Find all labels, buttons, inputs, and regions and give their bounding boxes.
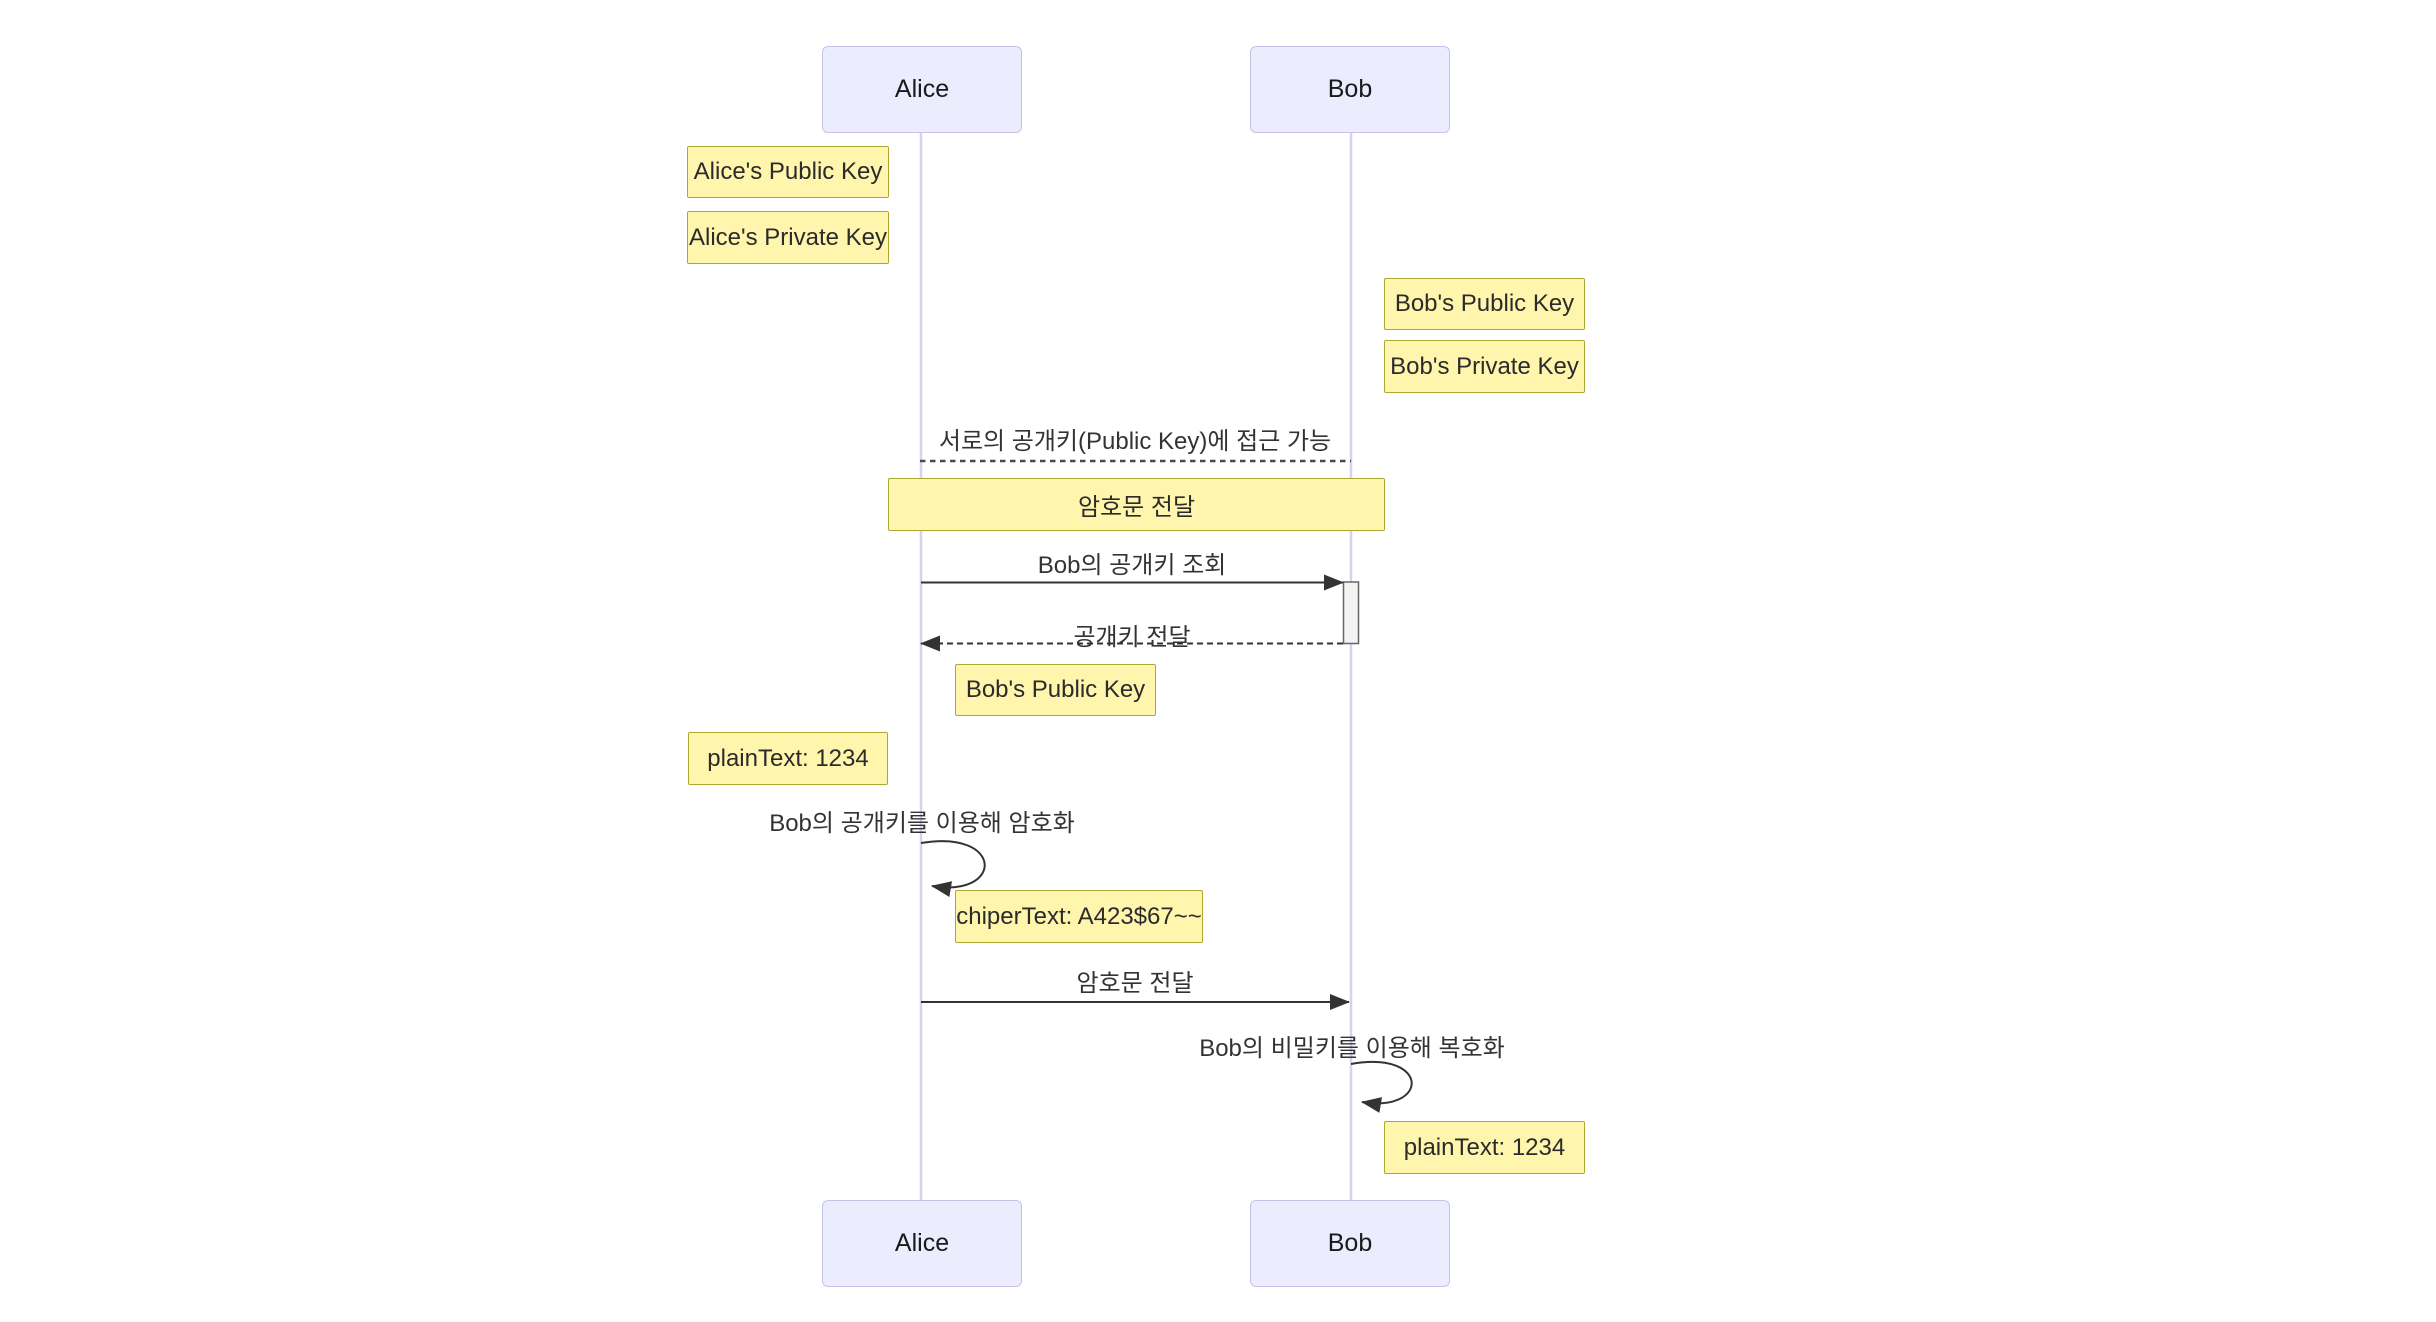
message-label-encrypt-self-loop: Bob의 공개키를 이용해 암호화 [769,810,1075,837]
actor-box-bob-top: Bob [1250,46,1450,133]
self-loop-decrypt-bob [1350,1061,1413,1113]
actor-box-alice-top: Alice [822,46,1022,133]
actor-label-alice-bottom: Alice [894,1229,950,1257]
note-plaintext-bob: plainText: 1234 [1384,1121,1585,1174]
note-plaintext-alice: plainText: 1234 [688,732,888,785]
note-ciphertext: chiperText: A423$67~~ [955,890,1203,943]
actor-box-alice-bottom: Alice [822,1200,1022,1287]
activation-bar-bob [1342,581,1360,645]
actor-label-bob-top: Bob [1327,75,1373,103]
note-bob-public-key: Bob's Public Key [1384,278,1585,330]
self-loop-encrypt-alice [920,840,986,897]
message-label-deliver-public-key: 공개키 전달 [1073,624,1191,651]
note-alice-public-key: Alice's Public Key [687,146,889,198]
note-cipher-overview: 암호문 전달 [888,478,1385,531]
message-label-decrypt-self-loop: Bob의 비밀키를 이용해 복호화 [1199,1035,1505,1062]
message-label-send-ciphertext: 암호문 전달 [1076,970,1194,997]
note-bob-public-key-received: Bob's Public Key [955,664,1156,716]
note-alice-private-key: Alice's Private Key [687,211,889,264]
actor-box-bob-bottom: Bob [1250,1200,1450,1287]
actor-label-alice-top: Alice [894,75,950,103]
actor-label-bob-bottom: Bob [1327,1229,1373,1257]
note-bob-private-key: Bob's Private Key [1384,340,1585,393]
message-label-request-public-key: Bob의 공개키 조회 [1037,552,1227,579]
divider-label: 서로의 공개키(Public Key)에 접근 가능 [938,428,1332,455]
